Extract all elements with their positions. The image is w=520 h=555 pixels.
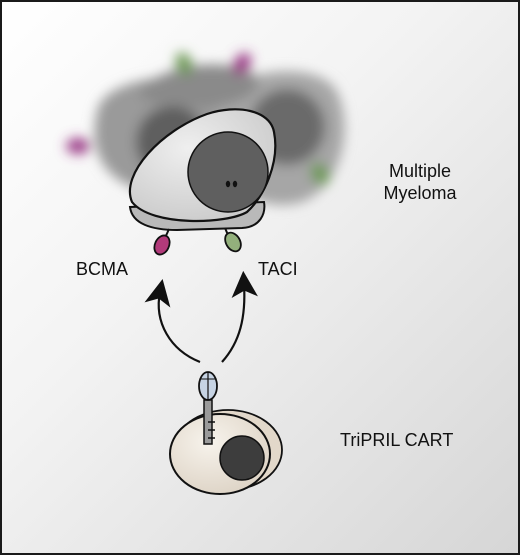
multiple-myeloma-label-line2: Myeloma: [383, 183, 457, 203]
multiple-myeloma-label: Multiple Myeloma: [370, 160, 470, 204]
blurred-receptor-green-right: [310, 162, 330, 186]
arrow-to-taci: [221, 270, 258, 363]
bcma-receptor: [153, 228, 171, 256]
multiple-myeloma-label-line1: Multiple: [388, 161, 452, 181]
blurred-receptor-purple-left: [66, 138, 90, 154]
blurred-receptor-green-top: [175, 52, 193, 76]
tripril-cart-cell: [169, 371, 283, 495]
nucleolus-2: [232, 180, 238, 188]
car-construct: [198, 371, 218, 445]
blurred-cell-top: [140, 64, 259, 108]
taci-receptor: [224, 227, 242, 253]
myeloma-cell: [128, 108, 277, 256]
blurred-receptor-purple-top: [232, 52, 252, 76]
arrow-to-bcma: [144, 279, 201, 364]
tripril-cart-label: TriPRIL CART: [340, 430, 454, 450]
taci-label: TACI: [258, 259, 298, 279]
cart-nucleus: [219, 435, 265, 481]
bcma-label: BCMA: [76, 259, 129, 279]
nucleolus-1: [225, 180, 231, 188]
myeloma-nucleus: [187, 131, 269, 213]
